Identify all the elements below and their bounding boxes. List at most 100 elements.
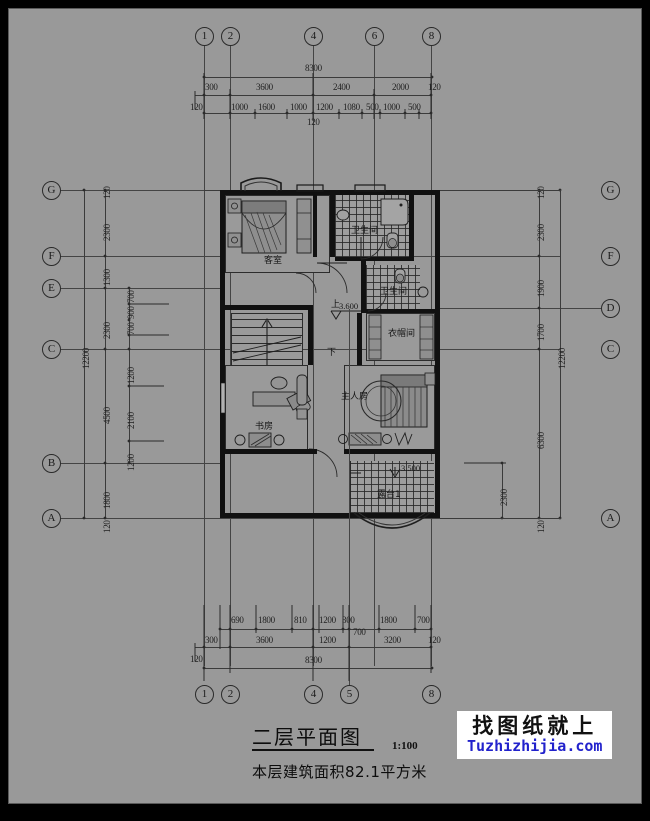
dim-bot-1800: 1800 (258, 615, 275, 625)
grid-bubble-left-B: B (42, 454, 61, 473)
dim-bot-edge-left: 120 (190, 654, 203, 664)
dim-bot-810: 810 (294, 615, 307, 625)
dim-line-right-terrace (502, 463, 503, 518)
dim-line-left-overall (84, 190, 85, 518)
grid-bubble-bottom-8: 8 (422, 685, 441, 704)
grid-bubble-right-A: A (601, 509, 620, 528)
elevation-value-3500: 3.500 (401, 463, 421, 473)
grid-bubble-top-4: 4 (304, 27, 323, 46)
dim-bot-c2-1200: 1200 (319, 635, 336, 645)
facade-detail-top (240, 177, 386, 192)
dim-top-c2-2000: 2000 (392, 82, 409, 92)
watermark-en-text: Tuzhizhijia.com (467, 737, 603, 755)
dim-top-c2-120: 120 (428, 82, 441, 92)
dim-line-right-overall (560, 190, 561, 518)
dim-bot-c2-120: 120 (428, 635, 441, 645)
furniture-master-bedroom (338, 372, 436, 447)
room-label-bathroom-upper: 卫生间 (351, 226, 379, 236)
wall-corridor-left-upper (313, 195, 317, 257)
dim-ticks-right (464, 188, 562, 520)
dim-line-right-main (539, 190, 540, 518)
grid-line-5 (349, 309, 350, 685)
grid-line-4 (313, 46, 314, 666)
grid-bubble-right-D: D (601, 299, 620, 318)
wall-stair-top (225, 305, 313, 310)
elevation-symbol-landing (330, 310, 361, 320)
furniture-walk-in-closet (368, 314, 434, 360)
grid-bubble-left-A: A (42, 509, 61, 528)
grid-bubble-top-8: 8 (422, 27, 441, 46)
partition-bath-lower-left (361, 261, 366, 313)
exterior-wall-left (220, 190, 225, 518)
drawing-scale: 1:100 (392, 740, 418, 752)
dim-top-c3-1080: 1080 (343, 102, 360, 112)
furniture-study (220, 374, 312, 448)
room-label-study: 书房 (255, 422, 274, 432)
grid-bubble-right-F: F (601, 247, 620, 266)
exterior-wall-top (220, 190, 440, 195)
grid-bubble-right-G: G (601, 181, 620, 200)
dim-top-c2-3600: 3600 (256, 82, 273, 92)
partition-bath-upper-bottom (335, 257, 414, 261)
dim-ticks-bottom (194, 605, 434, 681)
dim-bot-c2-3600: 3600 (256, 635, 273, 645)
room-label-bathroom-lower: 卫生间 (380, 287, 408, 297)
watermark-cn-text: 找图纸就上 (472, 714, 598, 738)
partition-bath-upper-left (330, 195, 335, 257)
dim-top-c3-500b: 500 (408, 102, 421, 112)
dim-top-center-note: 120 (307, 117, 320, 127)
wall-study-bottom (225, 449, 317, 454)
grid-bubble-bottom-2: 2 (221, 685, 240, 704)
dim-top-c3-1000c: 1000 (383, 102, 400, 112)
room-label-guest-bedroom: 客室 (264, 256, 283, 266)
drawing-subtitle: 本层建筑面积82.1平方米 (252, 763, 427, 781)
dim-top-c3-1200: 1200 (316, 102, 333, 112)
stair-mark-up: 上 (331, 300, 341, 310)
dim-top-c3-1000: 1000 (231, 102, 248, 112)
watermark-logo: 找图纸就上 Tuzhizhijia.com (457, 711, 613, 759)
dim-line-bottom-overall (204, 668, 432, 669)
stair-mark-down: 下 (327, 348, 337, 358)
dim-bot-1200: 1200 (319, 615, 336, 625)
grid-bubble-bottom-5: 5 (340, 685, 359, 704)
grid-bubble-right-C: C (601, 340, 620, 359)
dim-line-top-overall (204, 77, 432, 78)
dim-bot-overall: 8300 (305, 655, 322, 665)
grid-bubble-left-E: E (42, 279, 61, 298)
partition-bath-lower-bottom (366, 309, 435, 313)
dim-bot-300: 300 (342, 615, 355, 625)
grid-bubble-left-C: C (42, 340, 61, 359)
room-label-walk-in-closet: 衣帽间 (388, 329, 416, 339)
wall-corridor-left-lower (308, 305, 313, 365)
partition-bath-upper-right (409, 195, 414, 257)
dim-ticks-left (82, 188, 169, 520)
dim-line-top-chain3 (204, 113, 432, 114)
terrace-detail (349, 461, 431, 529)
grid-bubble-top-6: 6 (365, 27, 384, 46)
dim-line-bottom-chain1 (220, 629, 432, 630)
drawing-title: 二层平面图 (252, 725, 362, 749)
room-bathroom-lower (366, 265, 420, 311)
dim-line-left-main (105, 190, 106, 518)
grid-line-D (439, 308, 601, 309)
grid-bubble-bottom-4: 4 (304, 685, 323, 704)
dim-ticks-top (194, 73, 434, 121)
dim-top-c3-1600: 1600 (258, 102, 275, 112)
ref-line-right-top (440, 190, 561, 191)
dim-bot-c2-3200: 3200 (384, 635, 401, 645)
dim-top-overall: 8300 (305, 63, 322, 73)
wall-corridor-right (357, 313, 362, 365)
elevation-value-3600: 3.600 (339, 301, 359, 311)
grid-line-B (61, 463, 221, 464)
grid-line-2 (230, 46, 231, 666)
dim-top-c2-2400: 2400 (333, 82, 350, 92)
dim-top-c3-1000b: 1000 (290, 102, 307, 112)
fixtures-bathroom-lower (367, 268, 429, 312)
fixtures-bathroom-upper (336, 198, 409, 260)
dim-bot-c2-300: 300 (205, 635, 218, 645)
grid-bubble-left-F: F (42, 247, 61, 266)
drawing-field: 1 2 4 6 8 8300 300 3600 2400 2000 120 12… (8, 8, 642, 804)
ref-line-left-top (204, 190, 220, 191)
room-label-master-bedroom: 主人房 (341, 392, 369, 402)
